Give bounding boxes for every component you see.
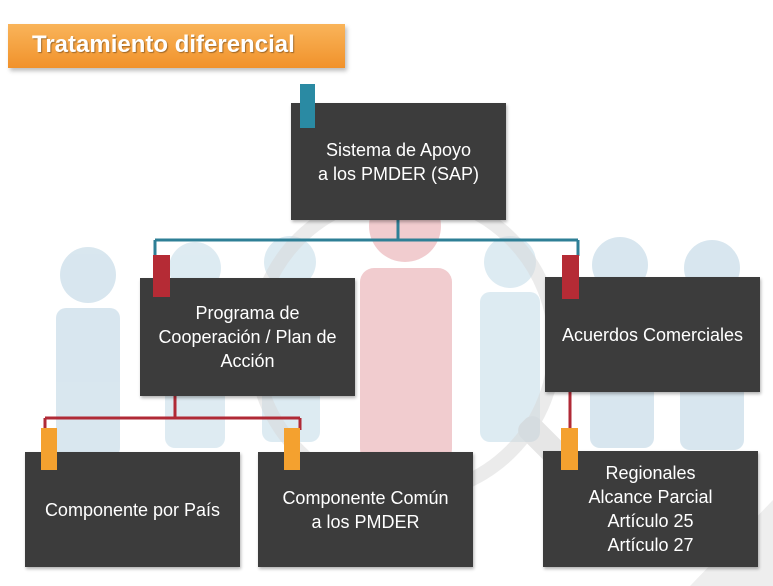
node-root: Sistema de Apoyo a los PMDER (SAP) [291, 103, 506, 220]
root-tab-marker [300, 84, 315, 128]
trade-tab-marker [562, 255, 579, 299]
node-trade: Acuerdos Comerciales [545, 277, 760, 392]
node-regional: Regionales Alcance Parcial Artículo 25 A… [543, 451, 758, 567]
country-tab-marker [41, 428, 57, 470]
node-regional-label: Regionales Alcance Parcial Artículo 25 A… [588, 463, 713, 555]
title-banner: Tratamiento diferencial [8, 24, 345, 68]
node-trade-label: Acuerdos Comerciales [561, 324, 744, 345]
node-program: Programa de Cooperación / Plan de Acción [140, 278, 355, 396]
regional-tab-marker [561, 428, 578, 470]
common-tab-marker [284, 428, 300, 470]
node-common-label: Componente Común a los PMDER [282, 487, 449, 532]
node-country-label: Componente por País [44, 499, 221, 520]
program-tab-marker [153, 255, 170, 297]
node-country: Componente por País [25, 452, 240, 567]
slide-title: Tratamiento diferencial [32, 31, 295, 58]
node-common: Componente Común a los PMDER [258, 452, 473, 567]
node-program-label: Programa de Cooperación / Plan de Acción [158, 303, 337, 371]
node-root-label: Sistema de Apoyo a los PMDER (SAP) [317, 139, 480, 184]
